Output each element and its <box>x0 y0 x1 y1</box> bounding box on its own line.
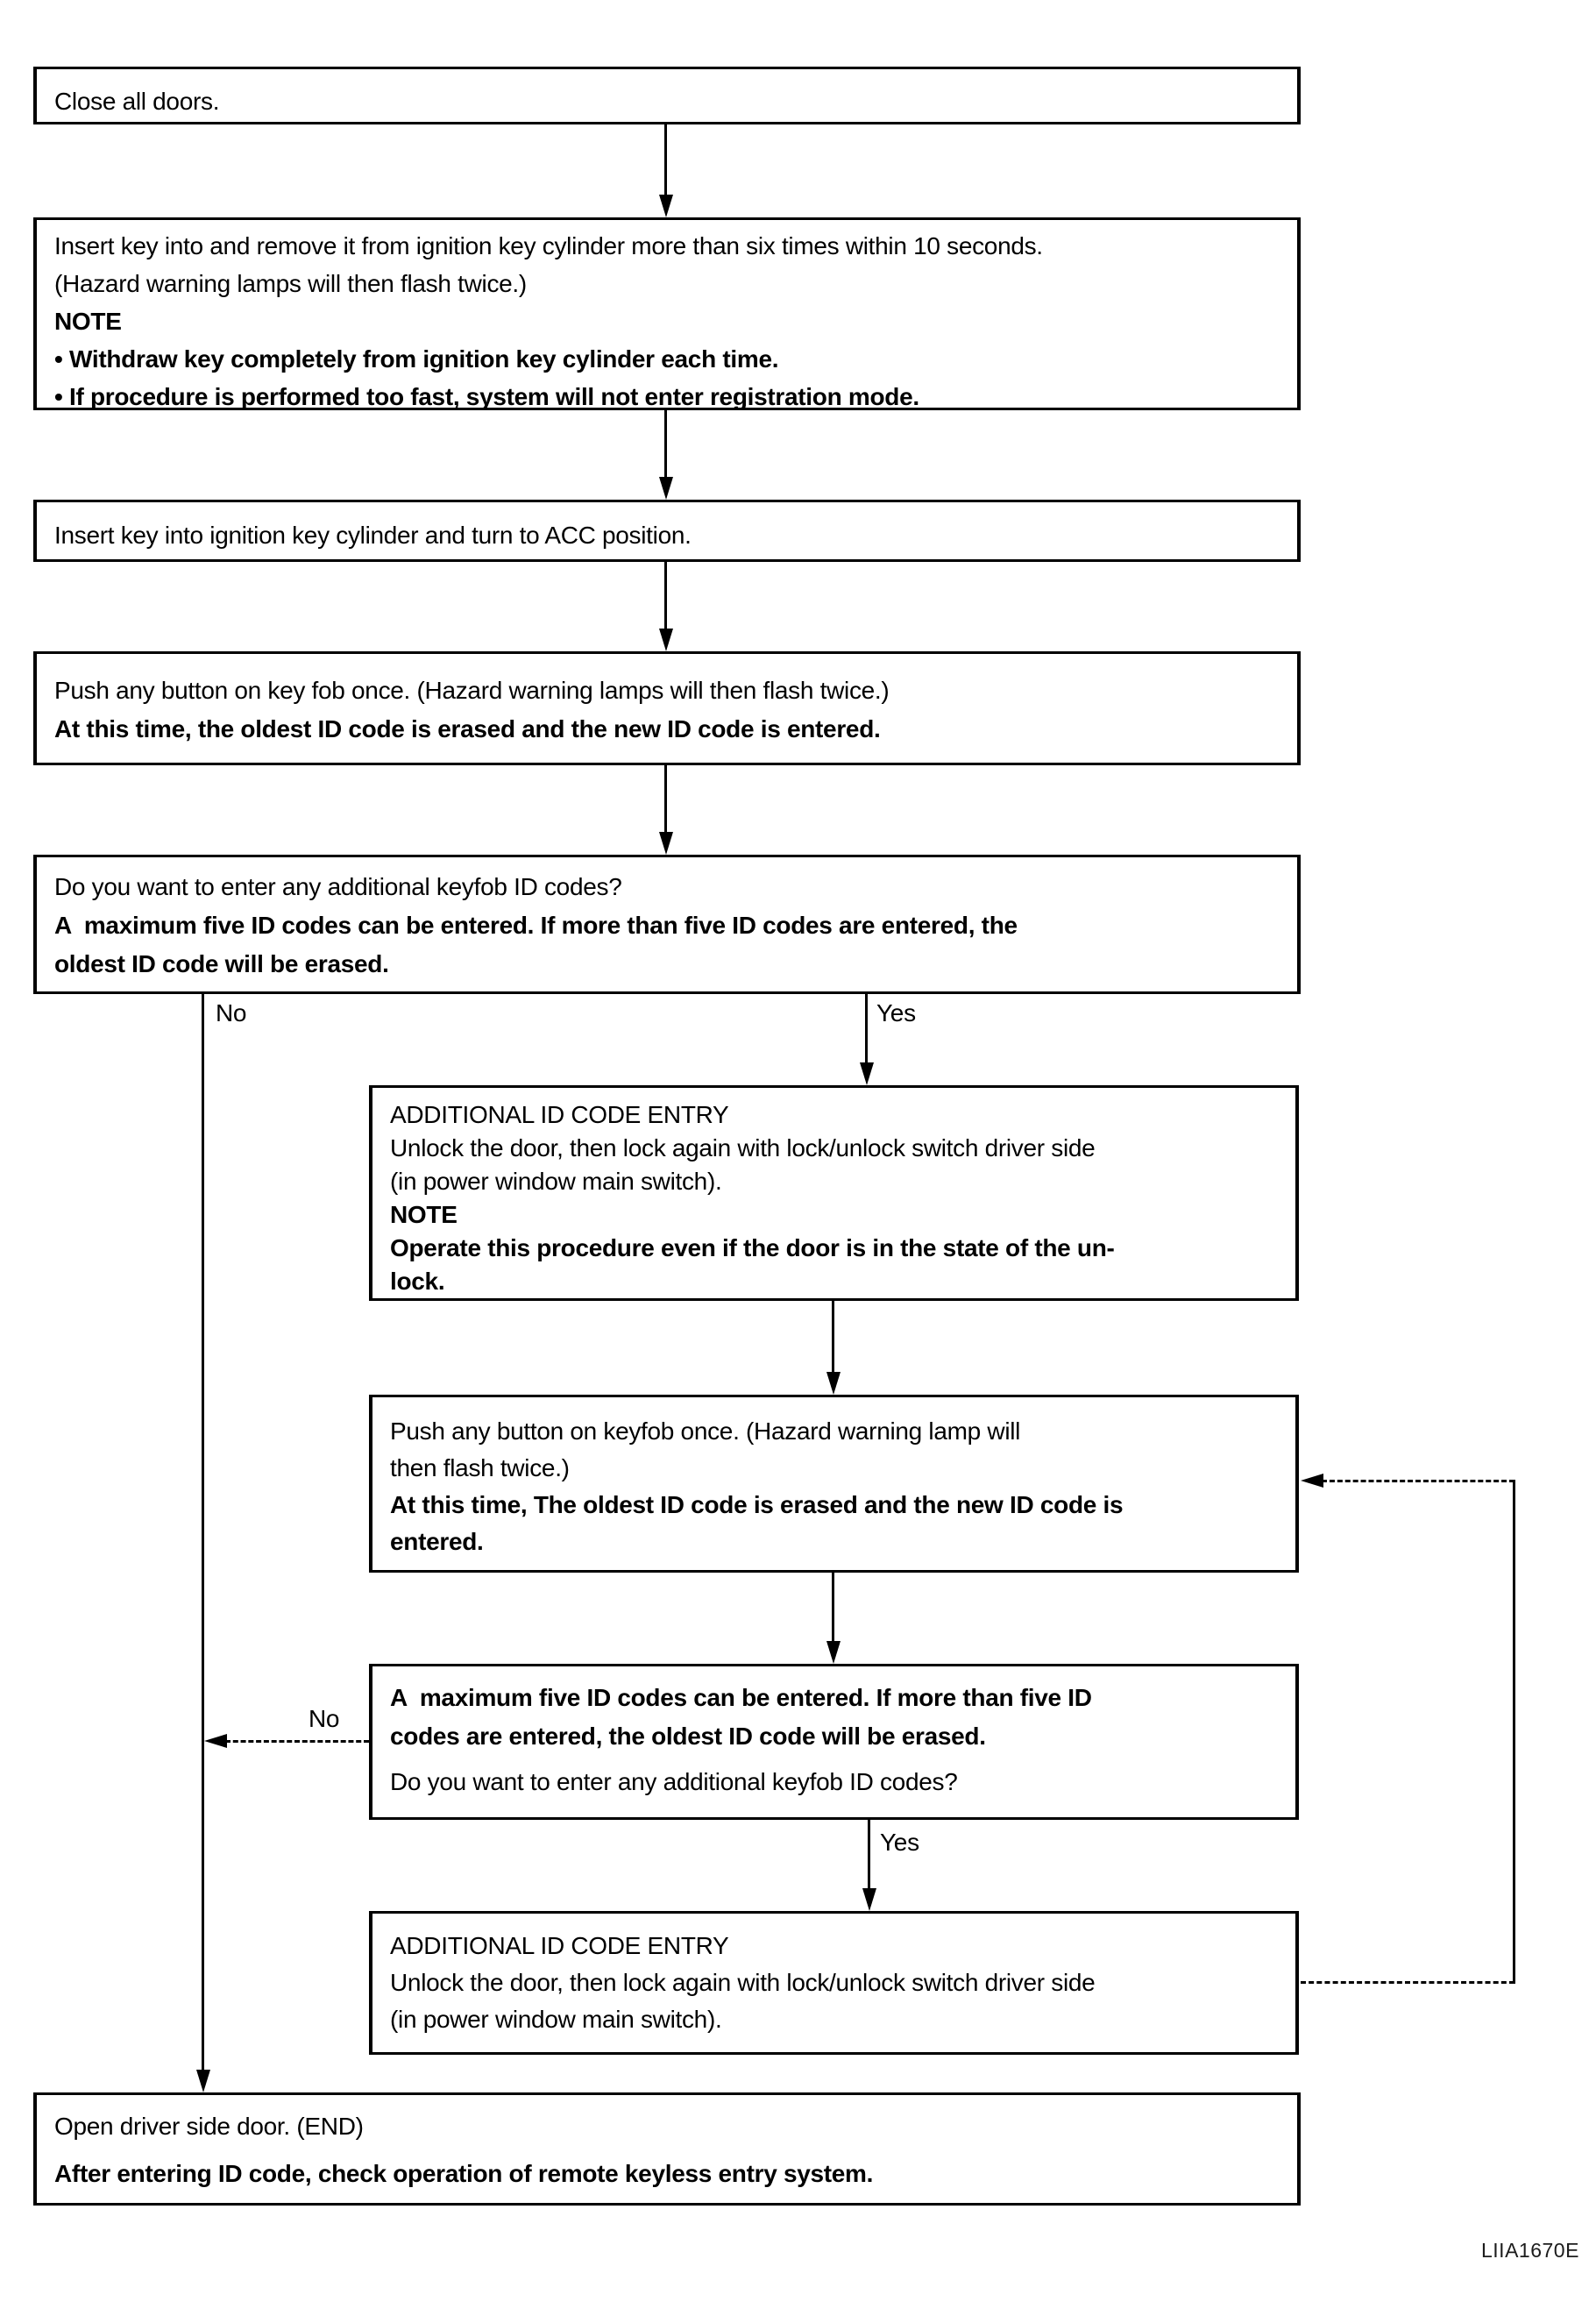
connector-line-6 <box>832 1300 834 1372</box>
arrow-down-icon <box>196 2070 210 2092</box>
arrow-down-icon <box>659 195 673 217</box>
connector-loop-top <box>1322 1480 1514 1482</box>
flow-box-push-keyfob-loop: Push any button on keyfob once. (Hazard … <box>369 1395 1299 1573</box>
flow-line: entered. <box>390 1528 484 1555</box>
note-line: lock. <box>390 1268 445 1295</box>
note-line: • Withdraw key completely from ignition … <box>54 345 779 373</box>
flow-box-key-acc: Insert key into ignition key cylinder an… <box>33 500 1301 562</box>
flow-line: Push any button on key fob once. (Hazard… <box>54 677 890 704</box>
connector-loop-bottom <box>1301 1981 1514 1984</box>
flow-line: After entering ID code, check operation … <box>54 2160 874 2187</box>
flow-line: Close all doors. <box>54 88 220 115</box>
flow-box-close-all-doors: Close all doors. <box>33 67 1301 124</box>
flow-line: Push any button on keyfob once. (Hazard … <box>390 1417 1021 1445</box>
branch-label-no-1: No <box>216 999 247 1027</box>
flow-line: oldest ID code will be erased. <box>54 950 389 977</box>
flow-box-open-door-end: Open driver side door. (END) After enter… <box>33 2092 1301 2206</box>
figure-code: LIIA1670E <box>1481 2239 1579 2262</box>
flow-box-key-insert-remove: Insert key into and remove it from ignit… <box>33 217 1301 410</box>
flow-line: Open driver side door. (END) <box>54 2113 364 2140</box>
branch-label-yes-1: Yes <box>876 999 916 1027</box>
arrow-down-icon <box>659 477 673 500</box>
note-label: NOTE <box>390 1201 458 1228</box>
connector-line-4 <box>664 764 667 834</box>
flow-box-additional-question: Do you want to enter any additional keyf… <box>33 855 1301 994</box>
arrow-left-icon <box>204 1734 227 1748</box>
flow-box-push-keyfob-first: Push any button on key fob once. (Hazard… <box>33 651 1301 765</box>
flow-line: ADDITIONAL ID CODE ENTRY <box>390 1101 729 1128</box>
flow-line: Insert key into and remove it from ignit… <box>54 232 1043 259</box>
arrow-down-icon <box>860 1062 874 1085</box>
connector-no-rail <box>202 993 204 2071</box>
flow-box-additional-entry-2: ADDITIONAL ID CODE ENTRY Unlock the door… <box>369 1911 1299 2055</box>
note-label: NOTE <box>54 308 122 335</box>
flow-line: Unlock the door, then lock again with lo… <box>390 1969 1096 1996</box>
connector-line-2 <box>664 409 667 479</box>
note-line: Operate this procedure even if the door … <box>390 1234 1115 1261</box>
flow-line: Do you want to enter any additional keyf… <box>54 873 622 900</box>
note-line: • If procedure is performed too fast, sy… <box>54 383 919 410</box>
flow-box-additional-entry-1: ADDITIONAL ID CODE ENTRY Unlock the door… <box>369 1085 1299 1301</box>
flow-line: (Hazard warning lamps will then flash tw… <box>54 270 527 297</box>
connector-line-1 <box>664 124 667 196</box>
flow-box-max-five-question: A maximum five ID codes can be entered. … <box>369 1664 1299 1820</box>
arrow-down-icon <box>659 832 673 855</box>
arrow-down-icon <box>826 1372 841 1395</box>
arrow-left-icon <box>1301 1474 1323 1488</box>
arrow-down-icon <box>826 1641 841 1664</box>
connector-line-7 <box>832 1572 834 1643</box>
arrow-down-icon <box>862 1888 876 1911</box>
flow-line: (in power window main switch). <box>390 2006 722 2033</box>
flow-line: Do you want to enter any additional keyf… <box>390 1768 958 1795</box>
flow-line: codes are entered, the oldest ID code wi… <box>390 1723 986 1750</box>
flow-line: At this time, the oldest ID code is eras… <box>54 715 881 742</box>
connector-yes-1 <box>865 993 868 1064</box>
flow-line: ADDITIONAL ID CODE ENTRY <box>390 1932 729 1959</box>
flow-line: then flash twice.) <box>390 1454 570 1481</box>
flow-line: Insert key into ignition key cylinder an… <box>54 522 692 549</box>
connector-yes-2 <box>868 1819 870 1890</box>
connector-line-3 <box>664 561 667 630</box>
branch-label-yes-2: Yes <box>880 1829 919 1856</box>
branch-label-no-2: No <box>309 1705 340 1732</box>
flow-line: At this time, The oldest ID code is eras… <box>390 1491 1124 1518</box>
flow-line: A maximum five ID codes can be entered. … <box>54 912 1018 939</box>
flow-line: (in power window main switch). <box>390 1168 722 1195</box>
flow-line: A maximum five ID codes can be entered. … <box>390 1684 1092 1711</box>
connector-no-2 <box>225 1740 369 1743</box>
arrow-down-icon <box>659 629 673 651</box>
flow-line: Unlock the door, then lock again with lo… <box>390 1134 1096 1162</box>
connector-loop-vertical <box>1513 1480 1515 1984</box>
